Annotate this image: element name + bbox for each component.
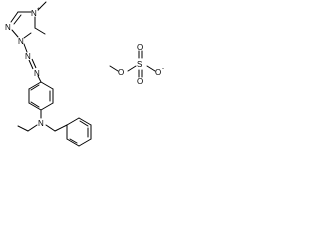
atom-o-top: O [137,43,143,52]
bond-nazo-ring [37,75,42,83]
ring-bond-6 [28,81,42,90]
ph-double-c [69,138,78,144]
bond-ch2-ring [54,124,68,132]
ph-double-a [79,120,89,127]
bond-n2-c3 [23,32,32,39]
ring-double-b [30,101,40,108]
bond-c3-nazo [23,43,28,53]
bond-ethyl-2 [17,125,29,132]
atom-o-methoxy: O [118,68,124,77]
bond-n4-n2 [11,29,19,38]
bond-azo-double-1 [28,59,34,70]
bond-azo-double-2 [31,58,37,69]
triazolium-ring [10,1,47,39]
bond-o-s [127,65,137,72]
azo-group [23,43,42,83]
bond-s-o-minus [146,65,156,72]
ring-bond-4 [28,102,42,111]
bond-ch3-o [109,65,119,72]
bond-n-ethyl-1 [27,124,38,132]
benzene-ring-phenyl [66,117,92,147]
atom-amine-n: N [38,119,44,128]
ring-bond-3 [40,102,54,111]
atom-azo-n-b: N [34,69,40,78]
atom-o-bottom: O [137,77,143,86]
atom-n4: N [5,23,11,32]
ethyl-group [17,124,38,132]
structure-diagram: N N + N N N N [5,1,164,147]
atom-n2: N [18,37,24,46]
ring-bond-1 [40,81,54,90]
atom-azo-n-a: N [25,52,31,61]
atom-n1: N [31,9,37,18]
ph-bond-4 [78,138,92,147]
ph-bond-5 [66,138,80,147]
bond-n-ch2 [45,124,56,132]
ph-bond-1 [66,117,80,126]
methyl-sulfate [109,50,156,78]
bond-n1-methyl [37,1,47,11]
benzyl-group [45,124,68,132]
bond-c3-methyl [34,27,46,35]
bond-c5-n4-double [13,14,22,25]
charge-plus: + [37,7,41,13]
bond-c5-n4 [10,11,19,23]
charge-minus: - [162,66,164,72]
benzene-ring-central [28,81,54,119]
ring-double-c [30,84,40,91]
atom-o-minus: O [155,68,161,77]
ph-bond-2 [78,117,92,126]
atom-s: S [137,60,142,69]
